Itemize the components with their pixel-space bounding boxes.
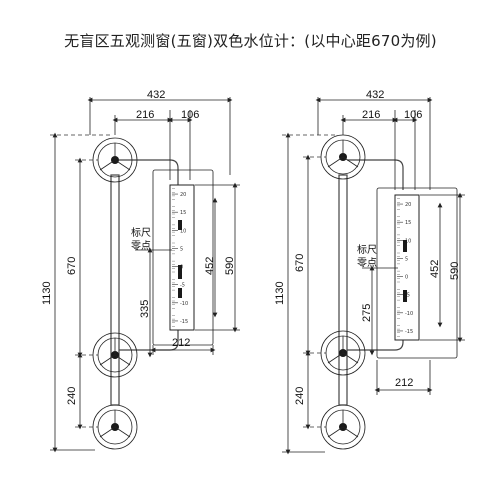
right-dim-212: 212 — [395, 377, 413, 389]
left-dim-106: 106 — [181, 109, 199, 121]
right-scale-tick-label: -15 — [405, 329, 413, 335]
left-bottom-arm — [119, 330, 179, 351]
left-scale-tick-label: -5 — [180, 283, 185, 289]
left-scale — [169, 184, 195, 331]
left-marker-3 — [178, 288, 182, 298]
right-dim-1130: 1130 — [274, 281, 286, 305]
left-scale-tick-label: 10 — [180, 228, 186, 234]
right-top-valve — [320, 134, 366, 180]
left-scale-tick-label: 5 — [180, 246, 183, 252]
right-scale-tick-label: -10 — [405, 311, 413, 317]
right-body-frame — [376, 187, 458, 359]
left-zero-label-1: 标尺 — [131, 227, 151, 239]
right-bottom-arm — [347, 340, 404, 351]
left-dim-432: 432 — [147, 89, 165, 101]
left-scale-tick-label: -10 — [180, 301, 188, 307]
right-marker-2 — [403, 290, 407, 302]
page-title: 无盲区五观测窗(五窗)双色水位计：(以中心距670为例) — [64, 32, 437, 50]
right-zero-label-1: 标尺 — [357, 244, 377, 256]
right-dim-275: 275 — [361, 304, 373, 322]
right-gauge: 20 15 10 5 0 -5 -10 -15 — [274, 89, 465, 455]
left-scale-tick-label: 20 — [180, 192, 186, 198]
left-dim-240: 240 — [66, 387, 78, 405]
right-scale-tick-label: -5 — [405, 293, 410, 299]
left-dim-216: 216 — [136, 109, 154, 121]
right-scale-tick-label: 0 — [405, 275, 408, 281]
right-marker-1 — [403, 240, 407, 252]
right-bottom-valve — [320, 404, 366, 450]
right-dim-452: 452 — [429, 260, 441, 278]
left-dim-452: 452 — [204, 257, 216, 275]
left-zero-label-2: 零点 — [131, 240, 151, 252]
left-dim-590: 590 — [224, 257, 236, 275]
right-vertical-pipe — [338, 174, 348, 406]
right-scale-tick-label: 5 — [405, 256, 408, 262]
left-marker-2 — [178, 265, 182, 279]
right-dim-240: 240 — [294, 387, 306, 405]
left-scale-tick-label: -15 — [180, 319, 188, 325]
right-dim-432: 432 — [366, 89, 384, 101]
left-top-valve — [92, 137, 138, 183]
left-dim-212: 212 — [172, 337, 190, 349]
right-scale — [394, 194, 420, 341]
left-dim-335: 335 — [139, 300, 151, 318]
right-zero-label-2: 零点 — [357, 257, 377, 269]
right-scale-tick-label: 20 — [405, 202, 411, 208]
left-dim-1130: 1130 — [41, 281, 53, 305]
right-dim-106: 106 — [404, 109, 422, 121]
left-top-arm — [119, 159, 179, 185]
right-dim-590: 590 — [449, 262, 461, 280]
right-scale-ticks: 20 15 10 5 0 -5 -10 -15 — [397, 198, 413, 337]
left-vertical-pipe — [110, 174, 120, 406]
right-scale-tick-label: 10 — [405, 238, 411, 244]
left-marker-1 — [178, 220, 182, 230]
left-dim-670: 670 — [66, 257, 78, 275]
left-bottom-valve — [92, 404, 138, 450]
right-dim-670: 670 — [294, 254, 306, 272]
left-scale-tick-label: 15 — [180, 210, 186, 216]
right-dim-216: 216 — [362, 109, 380, 121]
right-scale-tick-label: 15 — [405, 220, 411, 226]
